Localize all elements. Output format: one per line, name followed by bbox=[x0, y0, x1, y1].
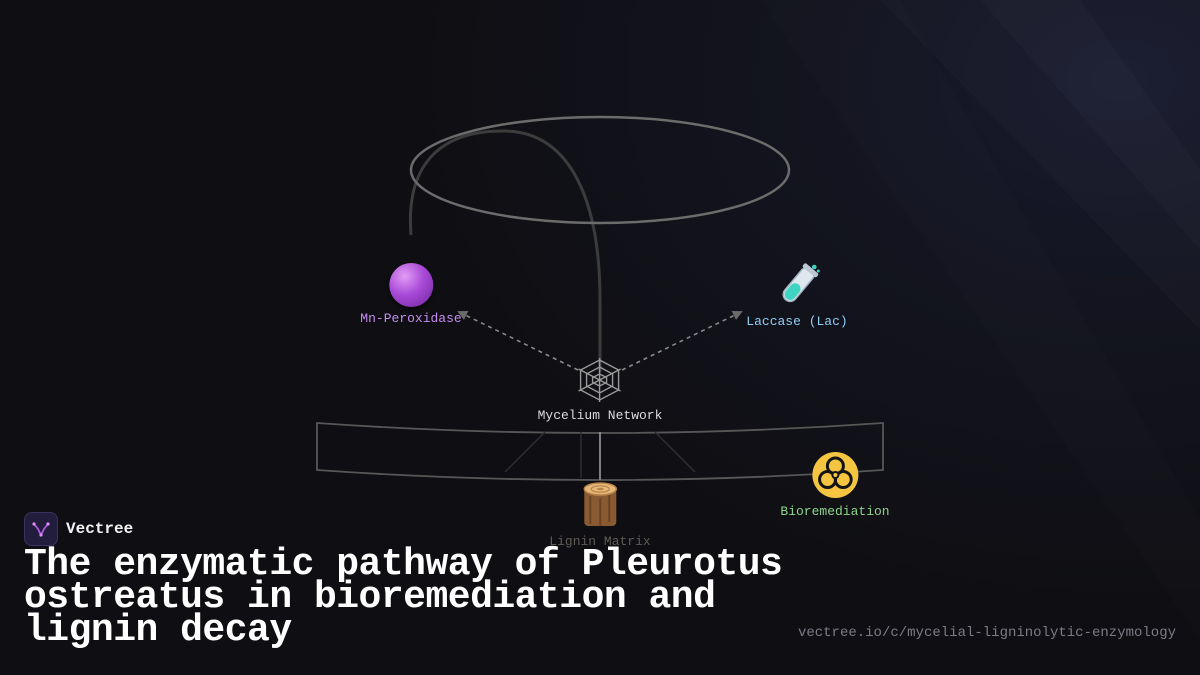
node-bioremediation: Bioremediation bbox=[780, 450, 890, 520]
connector-mycelium-to-mn-peroxidase bbox=[457, 311, 579, 371]
spider-web-icon bbox=[578, 358, 622, 402]
node-mn-peroxidase: Mn-Peroxidase bbox=[360, 263, 462, 327]
wood-log-icon bbox=[583, 482, 617, 526]
node-laccase: Laccase (Lac) bbox=[746, 262, 848, 330]
mushroom-stalk bbox=[408, 129, 602, 372]
node-label-bioremediation: Bioremediation bbox=[780, 504, 890, 519]
connector-mycelium-to-laccase bbox=[621, 311, 743, 371]
source-url: vectree.io/c/mycelial-ligninolytic-enzym… bbox=[797, 625, 1176, 641]
brand-name: Vectree bbox=[66, 520, 134, 538]
substrate-line-right bbox=[654, 431, 696, 473]
mushroom-cap-outline bbox=[409, 115, 791, 225]
page-title: The enzymatic pathway of Pleurotus ostre… bbox=[24, 543, 783, 652]
brand: Vectree bbox=[24, 512, 133, 546]
node-label-mycelium-network: Mycelium Network bbox=[537, 408, 663, 423]
node-label-mn-peroxidase: Mn-Peroxidase bbox=[360, 311, 462, 326]
node-mycelium-network: Mycelium Network bbox=[537, 356, 663, 424]
purple-circle-icon bbox=[388, 263, 433, 307]
substrate-tray-outline bbox=[316, 422, 884, 481]
vectree-logo-icon bbox=[24, 512, 58, 546]
node-lignin-matrix: Lignin Matrix bbox=[549, 480, 651, 550]
test-tube-icon bbox=[782, 263, 820, 303]
node-label-lignin-matrix: Lignin Matrix bbox=[549, 534, 651, 549]
node-label-laccase: Laccase (Lac) bbox=[746, 314, 848, 329]
biohazard-icon bbox=[812, 452, 858, 498]
substrate-line-left bbox=[504, 431, 546, 473]
